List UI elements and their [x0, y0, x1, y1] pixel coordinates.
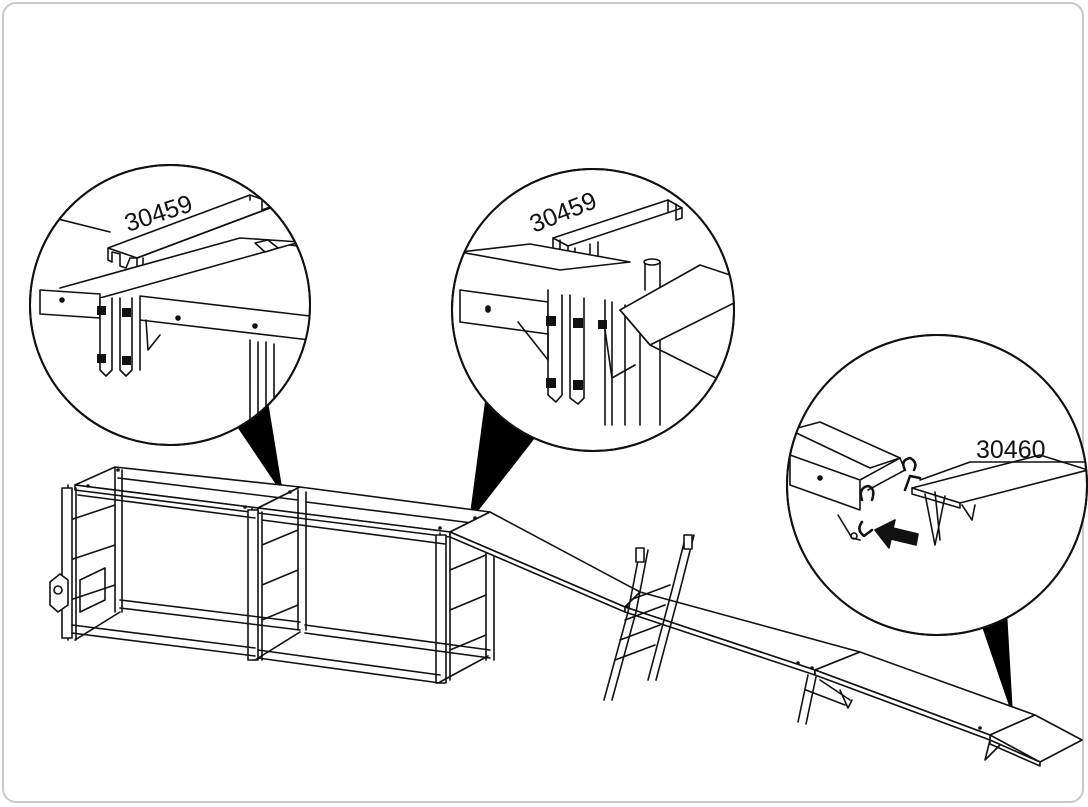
platform-assembly [49, 466, 1083, 767]
insert-direction-arrow [874, 519, 919, 549]
left-callout: 30459 [29, 164, 311, 446]
middle-callout: 30459 [451, 168, 735, 452]
part-number-label: 30460 [976, 436, 1046, 464]
right-callout: 30460 [786, 334, 1088, 636]
